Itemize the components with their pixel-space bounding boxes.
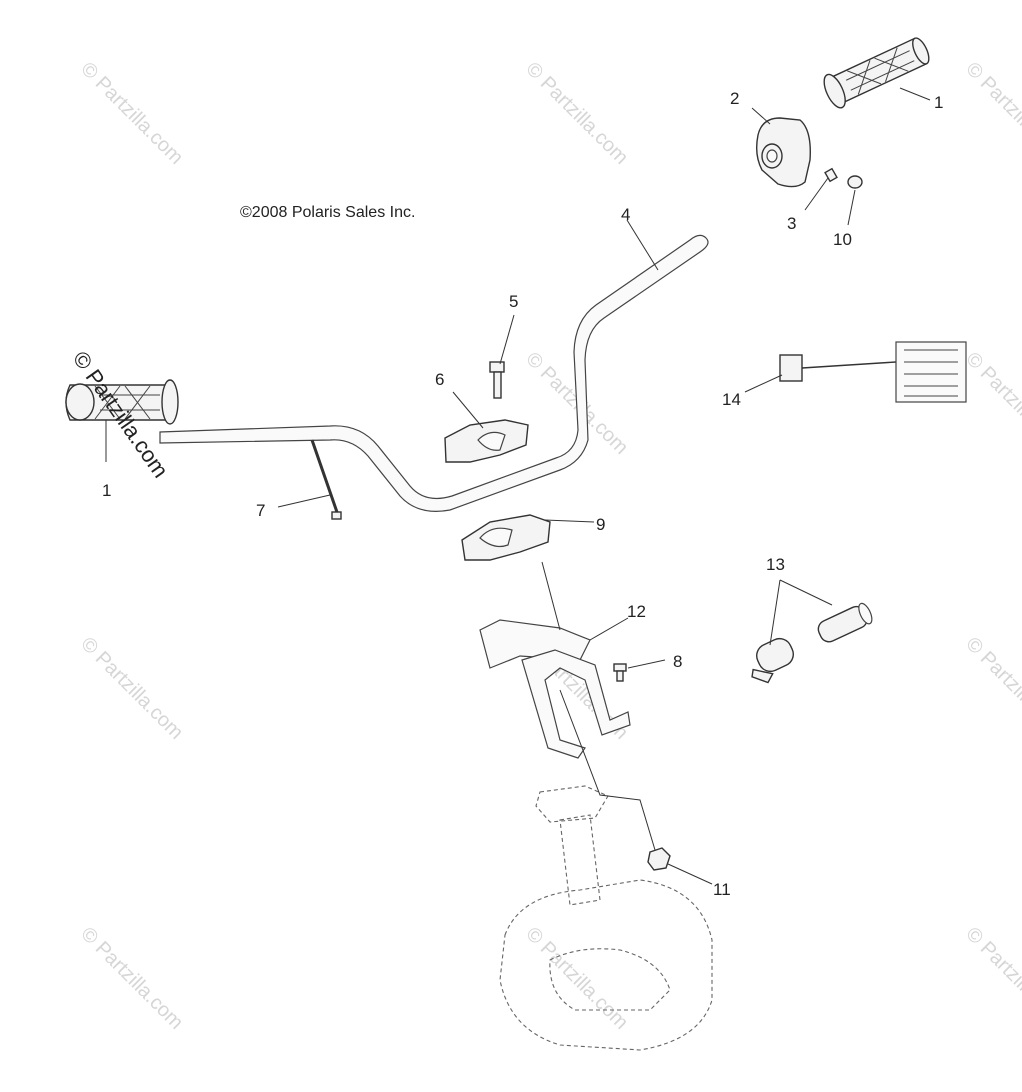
mount-bracket-part[interactable]	[479, 619, 631, 759]
nacelle-base-dashed	[499, 785, 713, 1051]
callout-label[interactable]: 13	[766, 555, 785, 574]
nut-part[interactable]	[647, 847, 671, 871]
watermark-text: © Partzilla.com	[961, 348, 1022, 459]
grip-right-part[interactable]	[820, 32, 934, 111]
callout-label[interactable]: 5	[509, 292, 518, 311]
watermark-text: © Partzilla.com	[521, 58, 632, 169]
callout-labels: 1 2 3 4 5 6 1 7 9 10 14 13 12 8 11	[102, 89, 943, 899]
callout-label[interactable]: 11	[713, 880, 731, 899]
grip-left-part[interactable]	[65, 379, 179, 425]
callout-label[interactable]: 9	[596, 515, 605, 534]
handlebar-part[interactable]	[159, 234, 709, 512]
callout-label[interactable]: 1	[934, 93, 943, 112]
watermark-text: © Partzilla.com	[961, 923, 1022, 1034]
watermark-text: © Partzilla.com	[76, 58, 187, 169]
watermark-group: © Partzilla.com © Partzilla.com © Partzi…	[76, 58, 1022, 1034]
lower-clamp-part[interactable]	[461, 514, 551, 561]
watermark-text: © Partzilla.com	[521, 923, 632, 1034]
callout-label[interactable]: 14	[722, 390, 741, 409]
watermark-text: © Partzilla.com	[961, 633, 1022, 744]
callout-label[interactable]: 10	[833, 230, 852, 249]
callout-label[interactable]: 3	[787, 214, 796, 233]
hand-warmer-element-part[interactable]	[779, 341, 967, 403]
callout-label[interactable]: 12	[627, 602, 646, 621]
callout-label[interactable]: 6	[435, 370, 444, 389]
set-screw-part[interactable]	[824, 167, 838, 183]
copyright-text: ©2008 Polaris Sales Inc.	[240, 204, 415, 221]
callout-label[interactable]: 7	[256, 501, 265, 520]
plug-part[interactable]	[847, 175, 863, 189]
watermark-text: © Partzilla.com	[76, 923, 187, 1034]
screw-part[interactable]	[613, 663, 627, 682]
upper-clamp-part[interactable]	[444, 419, 529, 463]
switch-part-cylinder[interactable]	[815, 602, 874, 645]
bolt-part[interactable]	[489, 361, 505, 399]
watermark-text: © Partzilla.com	[76, 633, 187, 744]
watermark-text: © Partzilla.com	[961, 58, 1022, 169]
callout-label[interactable]: 8	[673, 652, 682, 671]
callout-leaders	[105, 87, 931, 885]
callout-label[interactable]: 1	[102, 481, 111, 500]
long-bolt-part[interactable]	[310, 439, 342, 520]
callout-label[interactable]: 2	[730, 89, 739, 108]
switch-part-knob[interactable]	[742, 635, 801, 688]
throttle-housing-part[interactable]	[755, 117, 811, 188]
callout-label[interactable]: 4	[621, 205, 630, 224]
